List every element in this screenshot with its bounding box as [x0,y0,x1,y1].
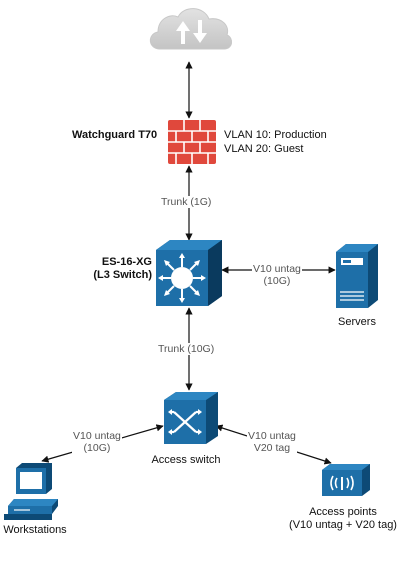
access-ws-speed: (10G) [83,442,111,454]
link-label-trunk-10g: Trunk (10G) [157,343,216,355]
wireless-ap-icon [322,464,370,496]
servers-label: Servers [338,316,376,328]
access-switch-icon [164,392,218,444]
core-switch-role: (L3 Switch) [93,269,152,281]
firewall-brick-icon [168,120,216,164]
access-ap-v10: V10 untag [248,430,296,442]
link-label-trunk-1g: Trunk (1G) [160,196,213,208]
core-switch-label: ES-16-XG (L3 Switch) [86,256,152,282]
server-icon [336,244,378,308]
workstations-label: Workstations [3,524,67,536]
workstation-icon [4,463,58,520]
access-ap-v20: V20 tag [253,442,291,454]
access-points-vlans: (V10 untag + V20 tag) [289,519,397,531]
access-points-label: Access points (V10 untag + V20 tag) [278,506,408,532]
link-label-access-workstations: V10 untag (10G) [72,430,122,454]
access-points-name: Access points [309,506,377,518]
core-servers-speed: (10G) [263,275,291,287]
link-label-access-aps: V10 untag V20 tag [247,430,297,454]
access-ws-vlan: V10 untag [73,430,121,442]
firewall-name: Watchguard T70 [72,129,158,141]
core-servers-vlan: V10 untag [253,263,301,275]
firewall-vlan-production: VLAN 10: Production [224,129,327,141]
access-switch-label: Access switch [151,454,221,466]
core-switch-name: ES-16-XG [101,256,152,268]
firewall-vlan-guest: VLAN 20: Guest [224,143,304,155]
cloud-icon [149,8,232,50]
l3-switch-icon [156,240,222,306]
link-label-core-servers: V10 untag (10G) [252,263,302,287]
